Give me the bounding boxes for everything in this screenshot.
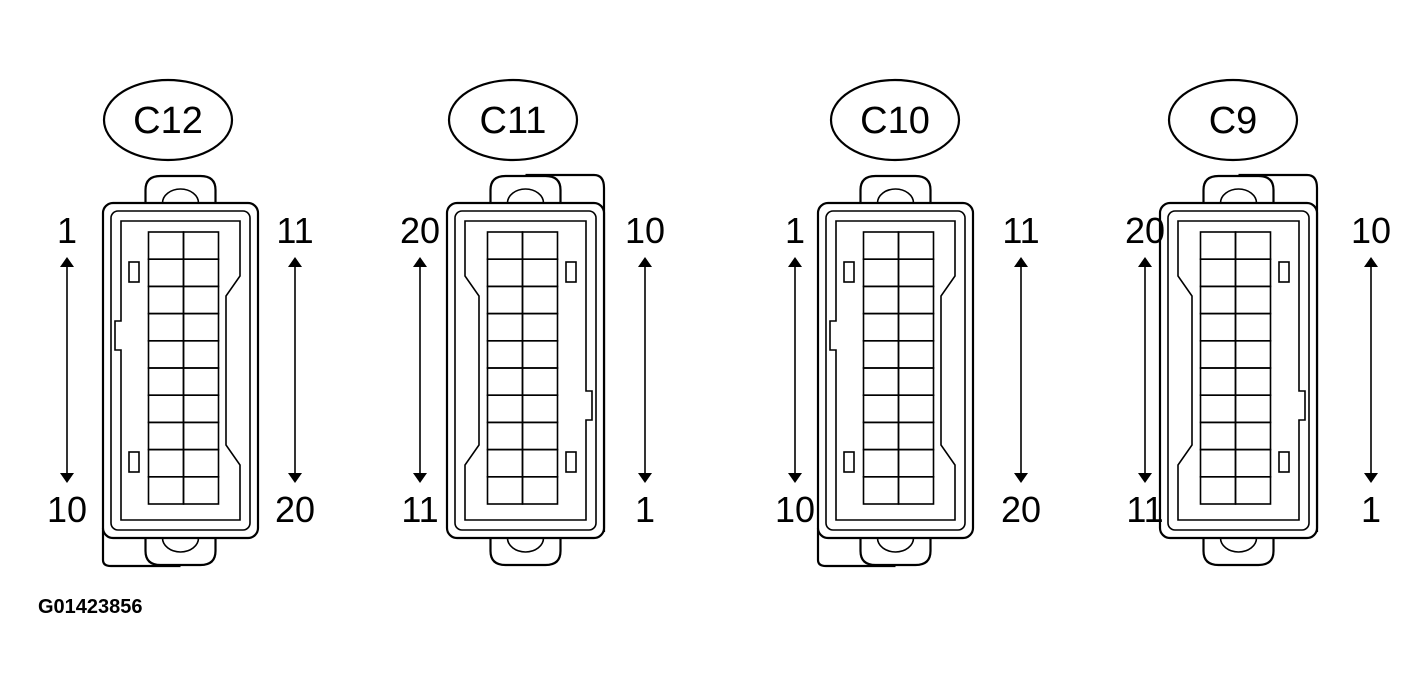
pin-label-right-top: 11: [1002, 210, 1039, 251]
pin-label-left-top: 20: [1125, 210, 1165, 251]
pin-label-right-top: 10: [625, 210, 665, 251]
connector-id-label: C9: [1209, 100, 1258, 142]
terminal-grid: [147, 231, 220, 505]
connector-id-label: C10: [860, 100, 930, 142]
terminal-grid: [862, 231, 935, 505]
pin-label-left-bottom: 11: [1126, 489, 1163, 530]
polarization-slot-bottom: [565, 451, 577, 473]
tab-hole-bottom: [876, 537, 915, 553]
tab-hole-bottom: [1219, 537, 1258, 553]
tab-hole-bottom: [161, 537, 200, 553]
connector-id-ellipse: [447, 78, 579, 162]
connector-body-inner: [454, 210, 597, 531]
connector-c11: C11 20 11 10 1: [400, 78, 665, 567]
polarization-slot-top: [128, 261, 140, 283]
terminal-cavity: [897, 475, 935, 505]
connector-body: [445, 201, 606, 540]
connector-id-label: C11: [480, 100, 547, 142]
pin-label-right-bottom: 1: [635, 489, 655, 530]
pin-label-right-bottom: 20: [1001, 489, 1041, 530]
connector-id-label: C12: [133, 100, 203, 142]
terminal-cavity: [1234, 475, 1272, 505]
connector-shell: [101, 528, 181, 568]
polarization-slot-top: [1278, 261, 1290, 283]
connector-housing: [1177, 220, 1306, 521]
pin-label-left-top: 20: [400, 210, 440, 251]
connector-c9: C9 20 11 10 1: [1125, 78, 1391, 567]
tab-hole-bottom: [506, 537, 545, 553]
connector-body: [101, 201, 260, 540]
pin-label-right-bottom: 20: [275, 489, 315, 530]
terminal-cavity: [521, 475, 559, 505]
connector-id-ellipse: [102, 78, 234, 162]
connector-shell: [1238, 173, 1319, 532]
connector-body: [816, 201, 975, 540]
connector-body-inner: [110, 210, 251, 531]
pin-label-left-top: 1: [785, 210, 805, 251]
polarization-slot-bottom: [843, 451, 855, 473]
pin-label-left-bottom: 10: [775, 489, 815, 530]
pin-label-left-bottom: 10: [47, 489, 87, 530]
connector-c12: C12 1 10 11 20: [47, 78, 315, 568]
connector-id-ellipse: [829, 78, 961, 162]
connector-shell: [816, 528, 896, 568]
connector-body: [1158, 201, 1319, 540]
polarization-slot-top: [565, 261, 577, 283]
polarization-slot-top: [843, 261, 855, 283]
connector-body-inner: [825, 210, 966, 531]
connector-shell: [525, 173, 606, 532]
pin-label-right-bottom: 1: [1361, 489, 1381, 530]
figure-code: G01423856: [38, 596, 143, 618]
tab-hole-top: [876, 188, 915, 204]
polarization-slot-bottom: [128, 451, 140, 473]
connector-c10: C10 1 10 11 20: [775, 78, 1041, 568]
tab-hole-top: [506, 188, 545, 204]
pin-label-right-top: 11: [276, 210, 313, 251]
tab-hole-top: [1219, 188, 1258, 204]
terminal-grid: [1199, 231, 1272, 505]
connector-body-inner: [1167, 210, 1310, 531]
connector-housing: [114, 220, 241, 521]
tab-hole-top: [161, 188, 200, 204]
connector-housing: [829, 220, 956, 521]
connector-id-ellipse: [1167, 78, 1299, 162]
connector-housing: [464, 220, 593, 521]
pin-label-left-top: 1: [57, 210, 77, 251]
pin-label-right-top: 10: [1351, 210, 1391, 251]
terminal-grid: [486, 231, 559, 505]
polarization-slot-bottom: [1278, 451, 1290, 473]
pin-label-left-bottom: 11: [401, 489, 438, 530]
connectors-layer: C12 1 10 11 20 C11 20 11 10 1 C10 1 10 11 20 C9 20 11 10 1: [47, 78, 1391, 568]
terminal-cavity: [182, 475, 220, 505]
